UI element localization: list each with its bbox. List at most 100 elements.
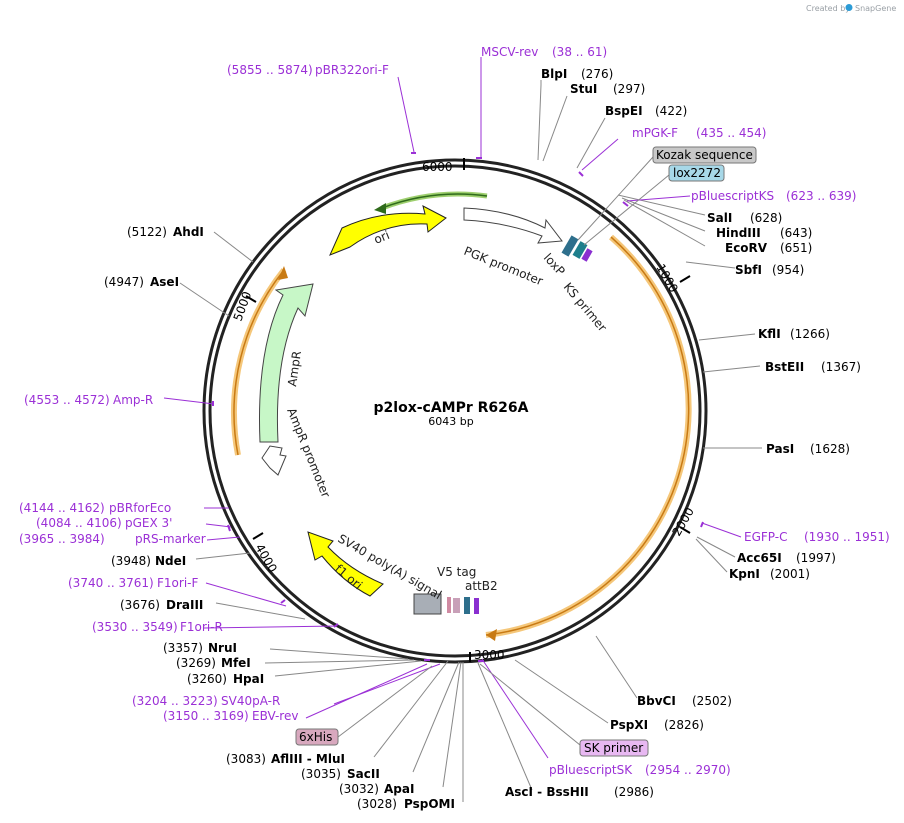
feature-shapes	[259, 205, 593, 615]
site-pspomi-pos: (3028)	[357, 797, 397, 811]
primer-mscv-rev: MSCV-rev	[481, 45, 538, 59]
site-sbfi: SbfI	[735, 263, 762, 277]
site-blpi-pos: (276)	[581, 67, 613, 81]
site-afliii-mlui-pos: (3083)	[226, 752, 266, 766]
site-nrui-pos: (3357)	[163, 641, 203, 655]
site-pspxi: PspXI	[610, 718, 648, 732]
site-draiii-pos: (3676)	[120, 598, 160, 612]
lox2272-box	[668, 164, 725, 182]
site-hindiii: HindIII	[716, 226, 761, 240]
site-asci-bsshii: AscI - BssHII	[505, 785, 589, 799]
tick-4000: 4000	[252, 542, 279, 575]
primer-pbrforeco: pBRforEco	[109, 501, 171, 515]
lox2272-label: lox2272	[673, 166, 721, 180]
primer-pbluescriptks-pos: (623 .. 639)	[786, 189, 856, 203]
primer-sv40pa-r-pos: (3204 .. 3223)	[132, 694, 218, 708]
feature-pgk-promoter-label: PGK promoter	[462, 244, 545, 288]
site-draiii: DraIII	[166, 598, 203, 612]
site-bspei: BspEI	[605, 104, 643, 118]
credit-prefix: Created by	[806, 4, 850, 13]
feature-ampr-promoter-label: AmpR promoter	[284, 406, 333, 500]
site-sali: SalI	[707, 211, 732, 225]
primer-f1ori-r: F1ori-R	[180, 620, 223, 634]
feature-v5-tag-label: V5 tag	[437, 565, 476, 579]
tick-3000: 3000	[474, 648, 505, 662]
primer-mpgk-f-pos: (435 .. 454)	[696, 126, 766, 140]
feature-ampr-label: AmpR	[285, 350, 304, 387]
primer-egfp-c-pos: (1930 .. 1951)	[804, 530, 890, 544]
feature-ori-label: ori	[372, 228, 392, 247]
site-acc65i-pos: (1997)	[796, 551, 836, 565]
primer-pgex3: pGEX 3'	[125, 516, 172, 530]
site-hindiii-pos: (643)	[780, 226, 812, 240]
primer-egfp-c: EGFP-C	[744, 530, 787, 544]
site-bbvci-pos: (2502)	[692, 694, 732, 708]
primer-pbrforeco-pos: (4144 .. 4162)	[19, 501, 105, 515]
site-kpni-pos: (2001)	[770, 567, 810, 581]
orf-arcs	[231, 191, 692, 641]
site-bsteii-pos: (1367)	[821, 360, 861, 374]
primer-ebv-rev: EBV-rev	[252, 709, 298, 723]
kozak-label: Kozak sequence	[656, 148, 753, 162]
site-stui: StuI	[570, 82, 597, 96]
primer-pbr322ori-f-pos: (5855 .. 5874)	[227, 63, 313, 77]
site-sacii-pos: (3035)	[301, 767, 341, 781]
site-sacii: SacII	[347, 767, 380, 781]
site-sbfi-pos: (954)	[772, 263, 804, 277]
site-sali-pos: (628)	[750, 211, 782, 225]
primer-marks	[212, 152, 704, 662]
primer-sv40pa-r: SV40pA-R	[221, 694, 280, 708]
primer-prs-marker-pos: (3965 .. 3984)	[19, 532, 105, 546]
primer-pbluescriptks: pBluescriptKS	[691, 189, 774, 203]
site-bbvci: BbvCI	[637, 694, 676, 708]
site-stui-pos: (297)	[613, 82, 645, 96]
his-label: 6xHis	[299, 730, 332, 744]
site-ndei: NdeI	[155, 554, 186, 568]
site-ecorv: EcoRV	[725, 241, 768, 255]
site-mfei: MfeI	[221, 656, 251, 670]
primer-ebv-rev-pos: (3150 .. 3169)	[163, 709, 249, 723]
site-apai: ApaI	[384, 782, 414, 796]
site-asei: AseI	[150, 275, 179, 289]
site-blpi: BlpI	[541, 67, 567, 81]
site-bspei-pos: (422)	[655, 104, 687, 118]
site-hpai: HpaI	[233, 672, 264, 686]
site-hpai-pos: (3260)	[187, 672, 227, 686]
site-pspxi-pos: (2826)	[664, 718, 704, 732]
primer-f1ori-f-pos: (3740 .. 3761)	[68, 576, 154, 590]
primer-pbluescriptsk-pos: (2954 .. 2970)	[645, 763, 731, 777]
kozak-box	[652, 146, 757, 164]
site-bsteii: BstEII	[765, 360, 804, 374]
site-asei-pos: (4947)	[104, 275, 144, 289]
site-ahdi-pos: (5122)	[127, 225, 167, 239]
backbone-outer	[202, 158, 708, 664]
primer-pbr322ori-f: pBR322ori-F	[315, 63, 389, 77]
site-ahdi: AhdI	[173, 225, 204, 239]
plasmid-length: 6043 bp	[428, 415, 473, 428]
site-kpni: KpnI	[729, 567, 760, 581]
site-pasi-pos: (1628)	[810, 442, 850, 456]
site-ecorv-pos: (651)	[780, 241, 812, 255]
site-ndei-pos: (3948)	[111, 554, 151, 568]
site-pasi: PasI	[766, 442, 794, 456]
site-afliii-mlui: AflIII - MluI	[271, 752, 345, 766]
backbone-inner	[208, 164, 702, 658]
site-asci-bsshii-pos: (2986)	[614, 785, 654, 799]
site-acc65i: Acc65I	[737, 551, 782, 565]
primer-leaders	[163, 57, 742, 759]
site-kfli: KflI	[758, 327, 781, 341]
primer-f1ori-f: F1ori-F	[157, 576, 198, 590]
feature-attb2-label: attB2	[465, 579, 498, 593]
primer-amp-r-pos: (4553 .. 4572)	[24, 393, 110, 407]
primer-f1ori-r-pos: (3530 .. 3549)	[92, 620, 178, 634]
plasmid-title: p2lox-cAMPr R626A	[374, 400, 529, 416]
tick-marks	[245, 158, 691, 662]
site-mfei-pos: (3269)	[176, 656, 216, 670]
primer-prs-marker: pRS-marker	[135, 532, 206, 546]
feature-ks-primer-label: KS primer	[561, 280, 610, 334]
site-kfli-pos: (1266)	[790, 327, 830, 341]
site-apai-pos: (3032)	[339, 782, 379, 796]
box-leaders	[337, 156, 670, 746]
tick-6000: 6000	[422, 160, 453, 174]
